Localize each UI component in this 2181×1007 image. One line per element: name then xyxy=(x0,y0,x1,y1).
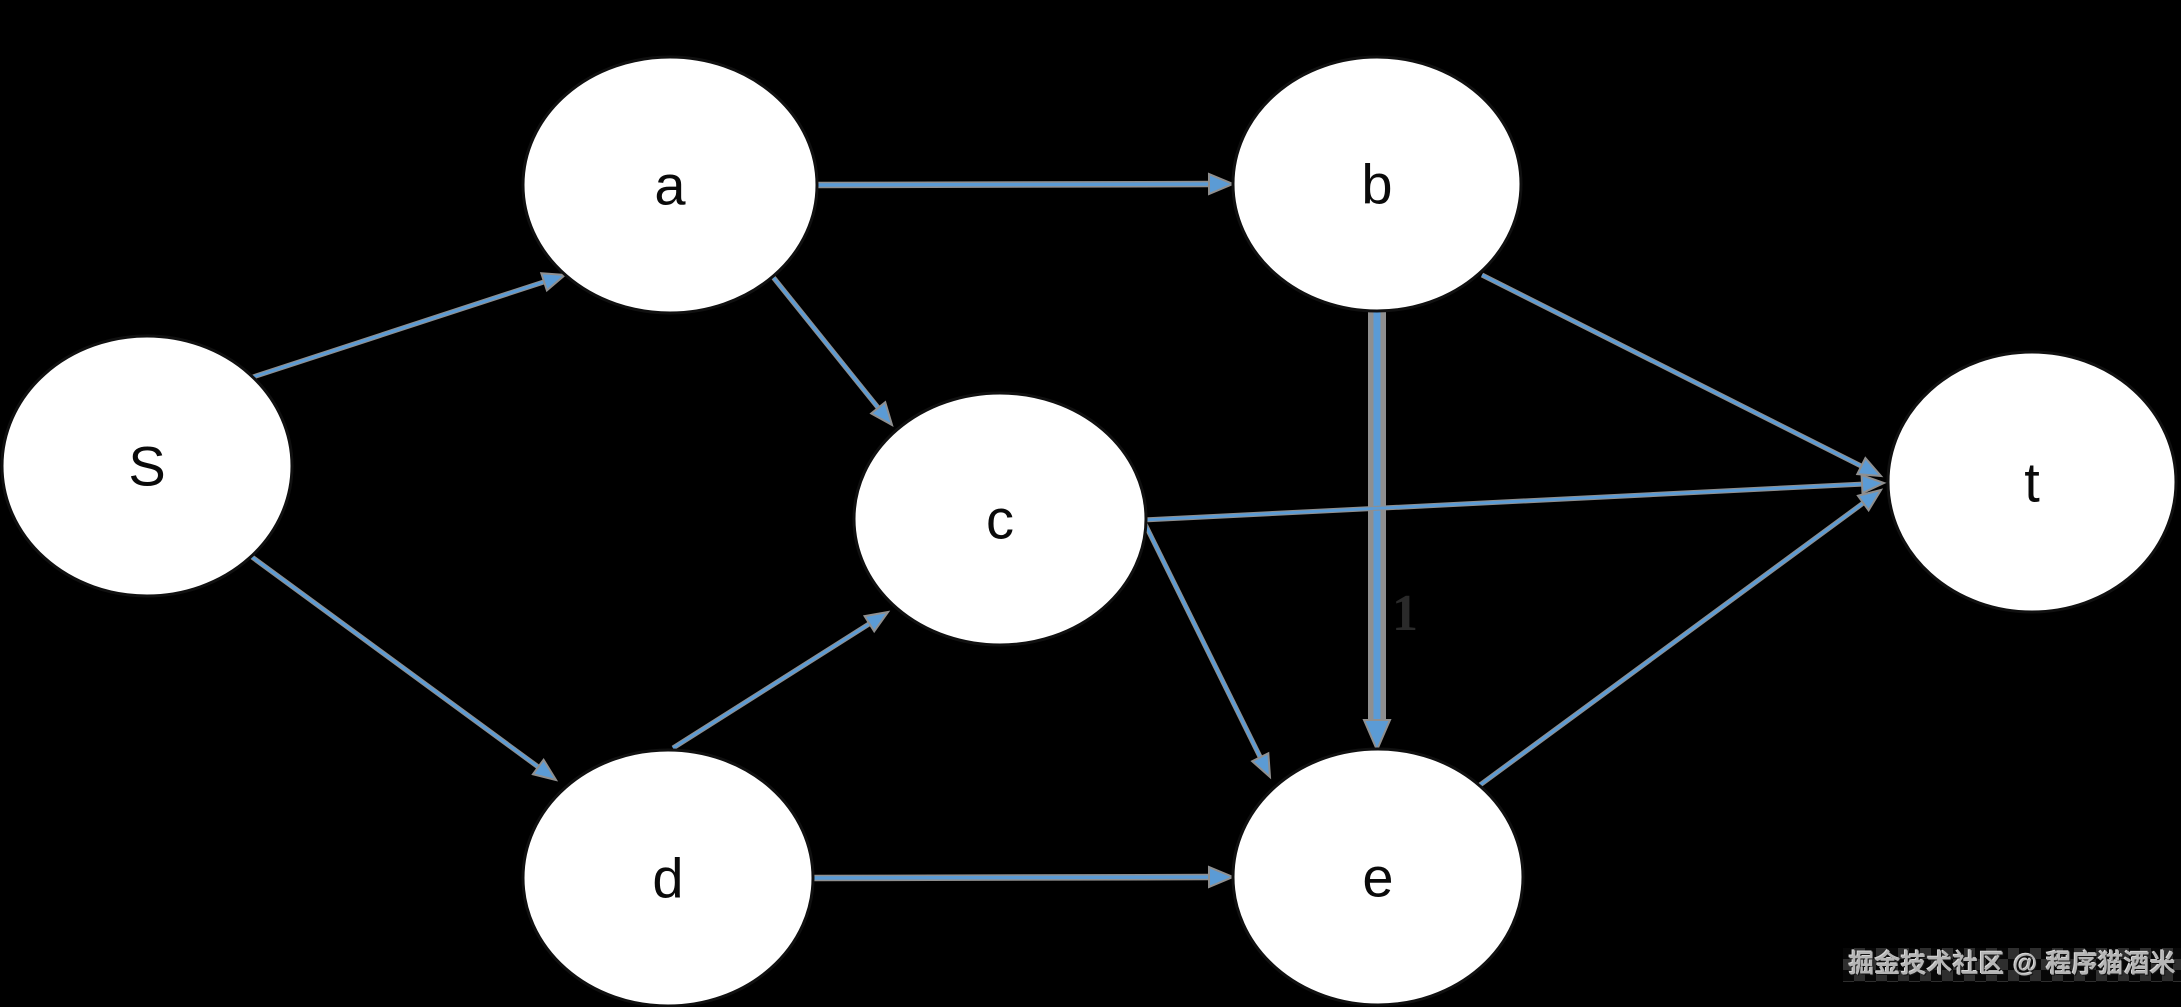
arrowhead-S-d xyxy=(531,757,559,782)
node-label-a: a xyxy=(654,154,686,217)
node-b: b xyxy=(1231,55,1523,313)
edge-S-d xyxy=(250,554,559,782)
edge-c-t xyxy=(1142,473,1887,523)
edge-e-t xyxy=(1478,488,1884,788)
node-ellipse-c xyxy=(852,391,1148,647)
edge-b-e: 1 xyxy=(1362,311,1418,753)
node-label-c: c xyxy=(986,488,1014,551)
node-ellipse-a xyxy=(521,55,819,315)
edge-b-t xyxy=(1480,272,1884,478)
edge-a-c xyxy=(771,275,894,428)
arrowhead-a-c xyxy=(869,400,894,428)
node-label-e: e xyxy=(1362,846,1393,909)
node-label-b: b xyxy=(1361,153,1392,216)
node-ellipse-b xyxy=(1231,55,1523,313)
arrowhead-a-b xyxy=(1207,172,1236,196)
node-label-t: t xyxy=(2024,451,2040,514)
edge-S-a xyxy=(252,272,568,380)
edge-c-e xyxy=(1140,518,1272,780)
edge-d-c xyxy=(671,610,891,751)
node-ellipse-S xyxy=(0,334,294,598)
arrowhead-d-c xyxy=(862,610,891,634)
arrowhead-S-a xyxy=(539,272,568,293)
arrowhead-d-e xyxy=(1207,865,1236,889)
arrowhead-c-t xyxy=(1860,473,1887,495)
node-label-S: S xyxy=(128,435,165,498)
node-ellipse-d xyxy=(521,748,815,1007)
node-ellipse-t xyxy=(1886,350,2178,614)
edge-a-b xyxy=(816,172,1236,196)
edge-d-e xyxy=(812,865,1236,889)
watermark: 掘金技术社区 @ 程序猫酒米 xyxy=(1843,948,2181,982)
node-a: a xyxy=(521,55,819,315)
node-t: t xyxy=(1886,350,2178,614)
node-label-d: d xyxy=(652,847,683,910)
edge-weight-label-b-e: 1 xyxy=(1392,585,1418,642)
arrowhead-b-t xyxy=(1855,456,1884,478)
node-S: S xyxy=(0,334,294,598)
node-e: e xyxy=(1231,747,1525,1007)
arrowhead-c-e xyxy=(1250,751,1272,780)
node-ellipse-e xyxy=(1231,747,1525,1007)
arrowhead-b-e xyxy=(1362,719,1392,753)
node-d: d xyxy=(521,748,815,1007)
arrowhead-e-t xyxy=(1856,488,1884,513)
node-c: c xyxy=(852,391,1148,647)
